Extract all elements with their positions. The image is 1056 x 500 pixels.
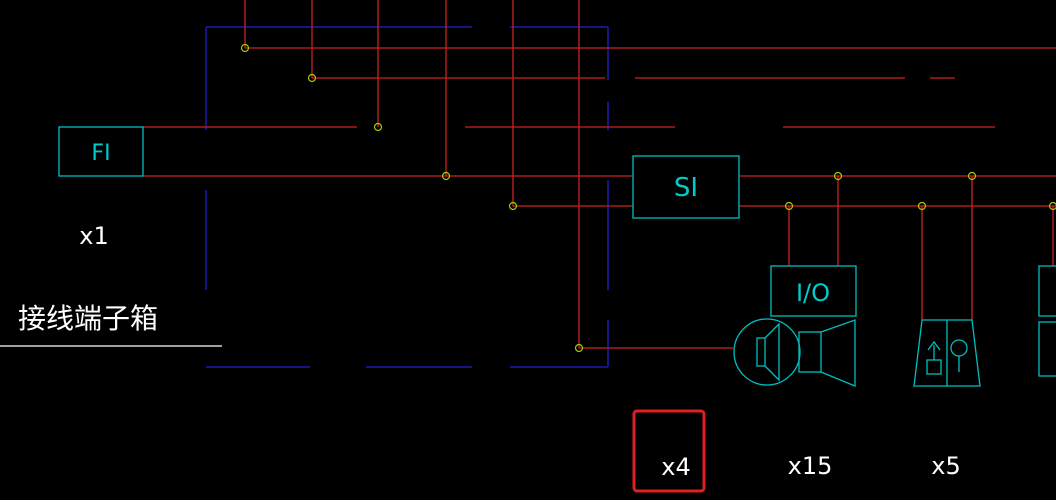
qty-io-label: x15 bbox=[788, 452, 833, 480]
si-box-label: SI bbox=[674, 173, 698, 203]
qty-button-label: x5 bbox=[931, 452, 960, 480]
loudspeaker-icon bbox=[733, 318, 856, 387]
qty-fi-label: x1 bbox=[79, 222, 108, 250]
terminal-box-label: 接线端子箱 bbox=[18, 302, 158, 335]
fi-module: FI bbox=[58, 126, 144, 177]
si-module: SI bbox=[632, 155, 740, 219]
wiring bbox=[143, 0, 1056, 349]
terminal-frame bbox=[205, 26, 609, 368]
wire-junctions bbox=[240, 43, 1056, 353]
right-edge-module bbox=[1038, 265, 1056, 377]
manual-call-point-icon bbox=[913, 319, 981, 387]
io-module: I/O bbox=[770, 265, 857, 317]
io-box-label: I/O bbox=[796, 279, 830, 307]
fi-box-label: FI bbox=[91, 141, 110, 166]
qty-speaker-label: x4 bbox=[661, 453, 690, 481]
highlight-box bbox=[632, 409, 706, 493]
